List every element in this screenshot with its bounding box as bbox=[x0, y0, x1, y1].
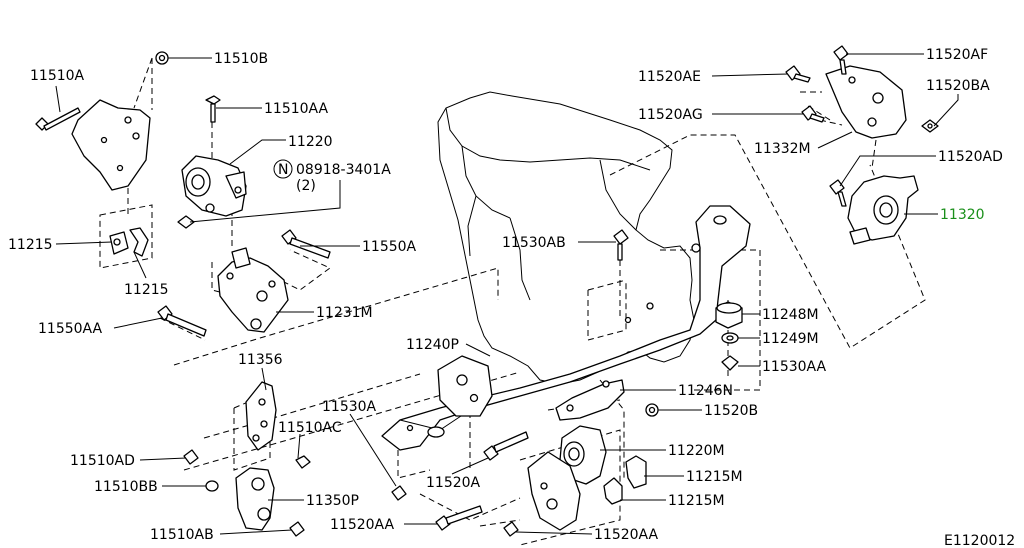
bolt-11520af bbox=[833, 45, 849, 75]
mount-11350p bbox=[235, 467, 275, 531]
label-11510ad: 11510AD bbox=[70, 453, 135, 469]
label-11520aa-right: 11520AA bbox=[594, 527, 659, 543]
label-11520ae: 11520AE bbox=[638, 69, 701, 85]
bolt-11510ac bbox=[295, 455, 311, 469]
label-11356: 11356 bbox=[238, 352, 283, 368]
label-11510ab: 11510AB bbox=[150, 527, 214, 543]
bracket-11246n bbox=[555, 379, 625, 421]
insulator-11215 bbox=[109, 227, 149, 257]
leader-lines bbox=[55, 53, 959, 535]
label-11249m: 11249M bbox=[762, 331, 819, 347]
part-labels: 11510A 11510B 11510AA 11220 N 08918-3401… bbox=[8, 47, 1015, 548]
bolt-11530aa bbox=[721, 355, 739, 371]
label-11320-highlighted[interactable]: 11320 bbox=[940, 207, 985, 223]
label-n-symbol: N bbox=[278, 162, 288, 178]
label-08918-3401a: 08918-3401A bbox=[296, 162, 391, 178]
n-callout-circle bbox=[273, 159, 293, 179]
diagram-code: E1120012 bbox=[944, 533, 1015, 548]
label-11231m: 11231M bbox=[316, 305, 373, 321]
label-11520a: 11520A bbox=[426, 475, 481, 491]
nut-11520ba bbox=[921, 119, 939, 133]
insulator-11248m bbox=[715, 301, 743, 329]
label-quantity-2: (2) bbox=[296, 178, 316, 194]
bolt-11550a bbox=[281, 229, 331, 259]
washer-11249m bbox=[721, 332, 739, 344]
label-11520af: 11520AF bbox=[926, 47, 988, 63]
label-11332m: 11332M bbox=[754, 141, 811, 157]
bolt-11520a bbox=[483, 431, 529, 461]
label-11530ab: 11530AB bbox=[502, 235, 566, 251]
bolt-11510ab bbox=[289, 521, 305, 537]
label-11530a: 11530A bbox=[322, 399, 377, 415]
label-11240p: 11240P bbox=[406, 337, 459, 353]
label-11520b: 11520B bbox=[704, 403, 758, 419]
label-11246n: 11246N bbox=[678, 383, 733, 399]
crossmember-11240p bbox=[381, 205, 751, 451]
label-11215m-lower: 11215M bbox=[668, 493, 725, 509]
bolt-11520aa-right bbox=[503, 521, 519, 537]
label-11510b: 11510B bbox=[214, 51, 268, 67]
mount-11220m bbox=[527, 425, 607, 531]
label-11350p: 11350P bbox=[306, 493, 359, 509]
bracket-11510a bbox=[71, 99, 151, 191]
label-11520ag: 11520AG bbox=[638, 107, 703, 123]
label-11215-left: 11215 bbox=[8, 237, 53, 253]
bolt-11530ab bbox=[613, 229, 629, 261]
washer-11510bb bbox=[205, 480, 219, 492]
bolt-11520ag bbox=[801, 105, 825, 123]
bolt-11510aa bbox=[205, 95, 221, 123]
bracket-11332m bbox=[825, 65, 907, 139]
engine-block-outline bbox=[437, 91, 695, 385]
bolt-11520ae bbox=[785, 65, 811, 83]
bolt-11550aa bbox=[157, 305, 207, 337]
label-11550aa: 11550AA bbox=[38, 321, 103, 337]
nut-11520b bbox=[645, 403, 659, 417]
label-11248m: 11248M bbox=[762, 307, 819, 323]
label-11510aa: 11510AA bbox=[264, 101, 329, 117]
bolt-11530a bbox=[391, 485, 407, 501]
label-11520ad: 11520AD bbox=[938, 149, 1003, 165]
label-11520ba: 11520BA bbox=[926, 78, 990, 94]
label-11220m: 11220M bbox=[668, 443, 725, 459]
insulator-11215m bbox=[603, 455, 647, 505]
mount-11220 bbox=[181, 155, 247, 217]
label-11550a: 11550A bbox=[362, 239, 417, 255]
mount-11320 bbox=[847, 175, 919, 245]
label-11530aa: 11530AA bbox=[762, 359, 827, 375]
bolt-11510a bbox=[35, 107, 81, 131]
label-11220: 11220 bbox=[288, 134, 333, 150]
label-11510ac: 11510AC bbox=[278, 420, 342, 436]
label-11215-lower: 11215 bbox=[124, 282, 169, 298]
label-11215m-upper: 11215M bbox=[686, 469, 743, 485]
bolt-11520ad bbox=[829, 179, 847, 207]
label-11520aa-left: 11520AA bbox=[330, 517, 395, 533]
bracket-11231m bbox=[217, 247, 289, 333]
label-11510bb: 11510BB bbox=[94, 479, 158, 495]
nut-11510b bbox=[155, 51, 169, 65]
bolt-11520aa-left bbox=[435, 505, 483, 531]
bolt-11510ad bbox=[183, 449, 199, 465]
label-11510a: 11510A bbox=[30, 68, 85, 84]
bracket-11356 bbox=[245, 381, 277, 451]
